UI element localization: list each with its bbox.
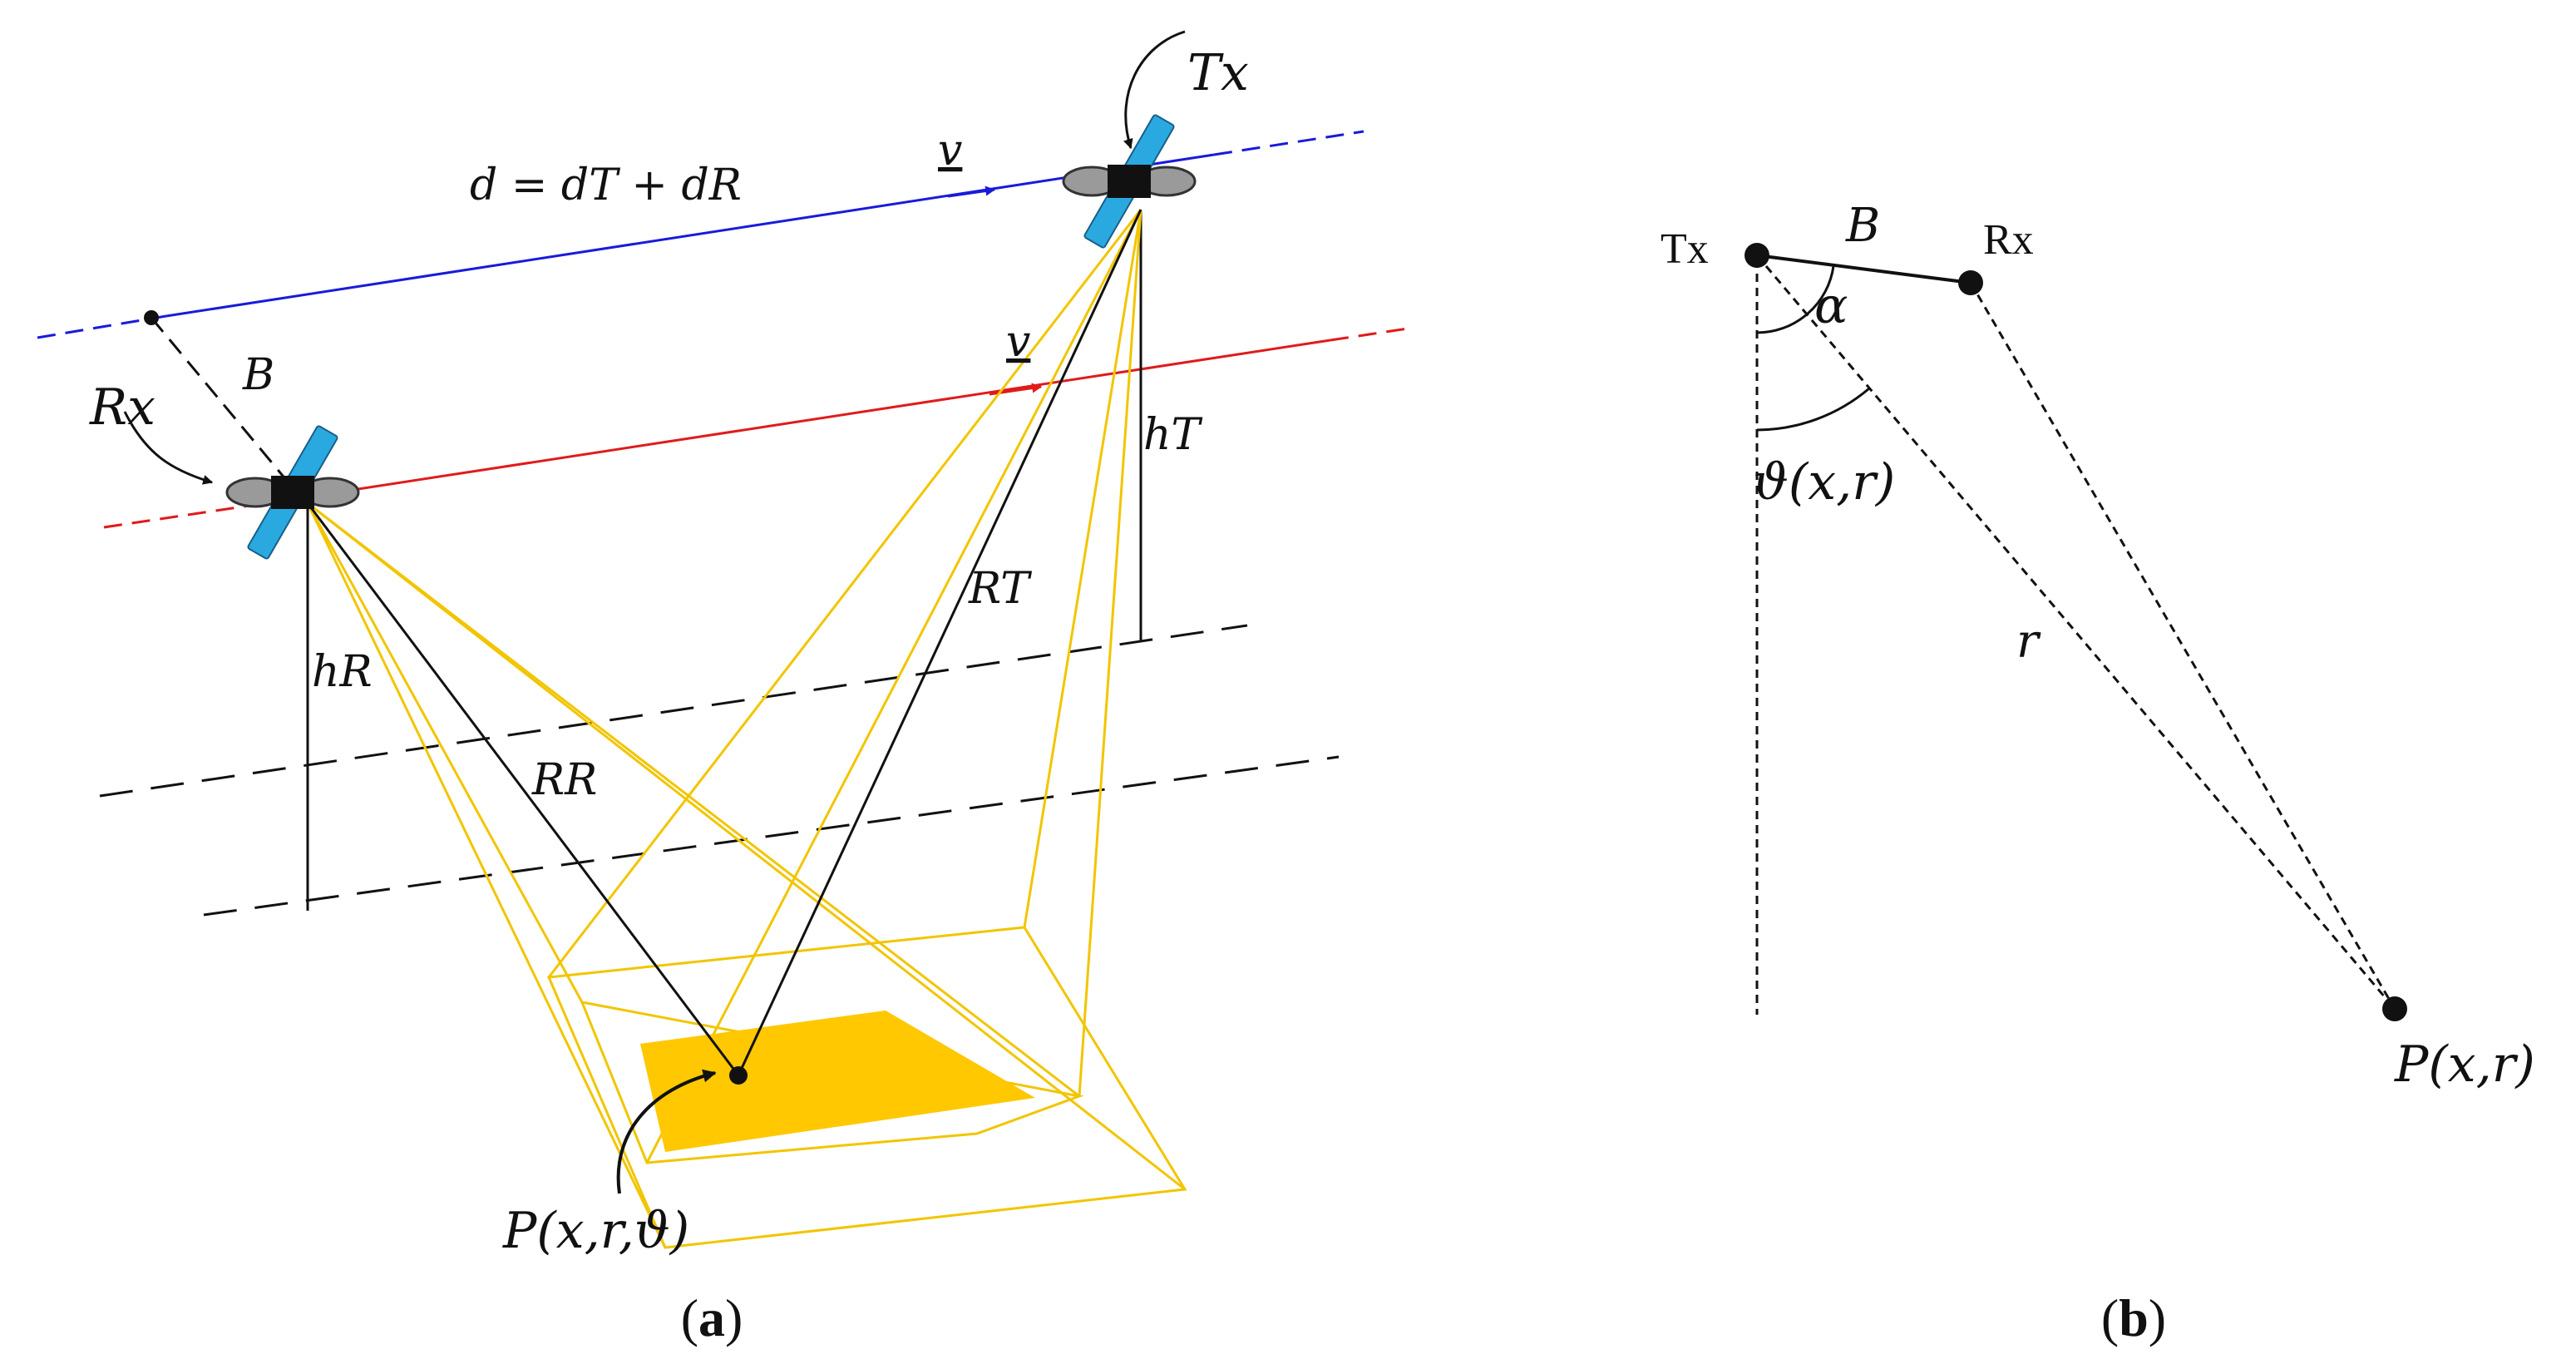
beam-lines bbox=[306, 209, 1187, 1249]
range-r-label: RR bbox=[531, 755, 597, 805]
target-point bbox=[729, 1066, 748, 1085]
alpha-arc bbox=[1756, 265, 1835, 334]
theta-label: ϑ(x,r) bbox=[1753, 453, 1895, 512]
target-point bbox=[2382, 996, 2407, 1021]
tx-orbit bbox=[37, 130, 1364, 339]
point-arrow bbox=[616, 1069, 717, 1194]
tx-label: Tx bbox=[1661, 225, 1709, 273]
baseline-label: B bbox=[242, 350, 274, 400]
rx-point bbox=[1958, 270, 1983, 295]
rx-arrow bbox=[123, 411, 214, 485]
rx-label: Rx bbox=[89, 378, 155, 437]
baseline-line bbox=[144, 310, 293, 487]
illuminated-footprint bbox=[640, 1011, 1035, 1152]
tx-satellite-icon bbox=[1062, 114, 1197, 249]
height-t-label: hT bbox=[1143, 410, 1202, 460]
point-label: P(x,r,ϑ) bbox=[502, 1202, 689, 1260]
baseline-label: B bbox=[1845, 199, 1880, 253]
distance-equation: d = dT + dR bbox=[470, 161, 742, 210]
theta-arc bbox=[1756, 387, 1870, 432]
caption-a: (a) bbox=[681, 1288, 743, 1347]
height-r-label: hR bbox=[312, 647, 373, 697]
range-t-label: RT bbox=[968, 564, 1032, 614]
panel-a: Tx Rx d = dT + dR v v B hT hR RT RR P(x,… bbox=[37, 30, 1414, 1347]
range-line-rx bbox=[1969, 282, 2396, 1011]
velocity-label-top: v bbox=[938, 126, 962, 175]
panel-b: Tx Rx B α ϑ(x,r) r P(x,r) (b) bbox=[1661, 199, 2535, 1347]
ground-lines bbox=[99, 624, 1340, 917]
baseline-line bbox=[1756, 254, 1971, 284]
height-lines bbox=[306, 210, 1142, 911]
tx-arrow bbox=[1123, 30, 1186, 150]
rx-label: Rx bbox=[1983, 216, 2034, 264]
alpha-label: α bbox=[1814, 277, 1848, 335]
velocity-label-mid: v bbox=[1006, 317, 1030, 367]
range-lines bbox=[306, 209, 1142, 1076]
point-label: P(x,r) bbox=[2394, 1035, 2535, 1094]
caption-b: (b) bbox=[2101, 1288, 2166, 1347]
range-line-tx bbox=[1755, 255, 2396, 1010]
rx-satellite-icon bbox=[225, 425, 360, 560]
range-label: r bbox=[2016, 615, 2041, 669]
tx-point bbox=[1744, 243, 1769, 268]
tx-label: Tx bbox=[1187, 44, 1249, 102]
